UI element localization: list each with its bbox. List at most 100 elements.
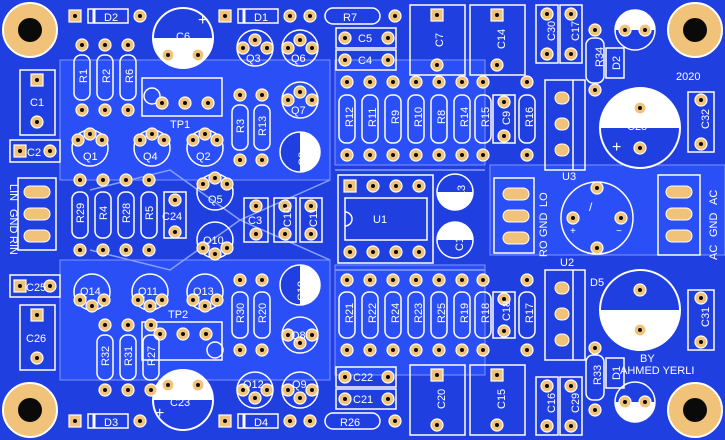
q2-label: Q2 [196,151,211,163]
input-connector[interactable]: LIN GND RIN [7,177,57,255]
led-d1-label: D1 [611,366,623,380]
r18-label: R18 [480,303,492,323]
capacitor-c12: C12 [436,221,474,259]
r8-label: R8 [436,110,448,124]
capacitor-c4: C4 [335,49,397,71]
diode-d2: D2 [68,8,147,24]
c28-label: C28 [627,121,647,133]
r34-label: R34 [594,47,606,67]
capacitor-c11: C11 [299,197,323,243]
q12-label: Q12 [243,379,264,391]
r5-label: R5 [144,206,156,220]
capacitor-c13: C13 [436,173,474,211]
resistor-r13: R13 [253,88,271,167]
resistor-r17: R17 [518,273,536,357]
transistor-q7: Q7 [281,81,319,119]
c16-label: C16 [546,393,558,413]
r1-label: R1 [78,69,90,83]
capacitor-c27: C27 + [599,269,681,351]
transistor-q13: Q13 [186,273,224,313]
resistor-r16: R16 [518,75,536,162]
capacitor-c17: C17 [559,4,583,64]
connector-label-gnd-left: GND [7,209,19,234]
capacitor-c1: C1 [19,69,56,136]
transistor-q4: Q4 [133,127,171,167]
capacitor-c9: C9 [492,94,516,144]
resistor-r14: R14 [453,75,471,162]
d3-label: D3 [104,417,118,429]
r12-label: R12 [344,107,356,127]
trimmer-tp2[interactable]: TP2 [141,309,224,361]
capacitor-c25: C25 [9,274,61,298]
capacitor-c31: C31 [687,289,715,351]
output-connector[interactable]: RO GND LO [493,177,550,257]
mount-hole-top-right [667,2,723,58]
r26-label: R26 [340,417,360,429]
resistor-r25: R25 [430,273,448,357]
r15-label: R15 [480,107,492,127]
mount-hole-top-left [2,2,58,58]
c3-label: C3 [248,215,262,227]
r32-label: R32 [100,346,112,366]
svg-text:/: / [589,200,593,214]
resistor-r2: R2 [96,38,114,117]
r21-label: R21 [344,303,356,323]
ac-connector[interactable]: AC GND AC [657,174,720,260]
capacitor-c14: C14 [469,4,526,76]
resistor-r20: R20 [253,273,271,357]
c30-label: C30 [546,21,558,41]
capacitor-c5: C5 [335,27,397,49]
svg-text:+: + [612,327,621,344]
resistor-r8: R8 [430,75,448,162]
r9-label: R9 [390,110,402,124]
q8-label: Q8 [291,330,306,342]
r29-label: R29 [75,203,87,223]
c20-label: C20 [436,389,448,409]
q10-label: Q10 [203,235,224,247]
svg-text:+: + [570,226,576,237]
capacitor-c26: C26 [19,304,56,371]
transistor-q9: Q9 [281,371,319,409]
q1-label: Q1 [83,151,98,163]
resistor-r18: R18 [474,273,492,357]
r17-label: R17 [524,303,536,323]
c26-label: C26 [26,333,46,345]
capacitor-c8: C8 [279,131,321,173]
c19-label: C19 [296,281,308,301]
c27-label: C27 [627,311,647,323]
q6-label: Q6 [291,53,306,65]
transistor-q5: Q5 [196,171,234,211]
trimmer-tp1[interactable]: TP1 [141,77,223,131]
author-by-label: BY [640,353,655,365]
r30-label: R30 [235,303,247,323]
connector-label-ro: RO [538,240,550,257]
c6-label: C6 [176,31,190,43]
transistor-q10: Q10 [196,221,234,261]
d4-label: D4 [254,417,268,429]
capacitor-c19: C19 [279,264,321,306]
transistor-q1: Q1 [71,127,109,167]
resistor-r31: R31 [119,318,137,397]
connector-label-lo: LO [538,192,550,207]
capacitor-c23: C23 + [152,369,214,431]
c8-label: C8 [297,152,309,166]
regulator-u3: U3 [544,79,586,183]
capacitor-c30: C30 [535,4,559,64]
resistor-r9: R9 [384,75,402,162]
r4-label: R4 [98,206,110,220]
u3-label: U3 [562,171,576,183]
transistor-q2: Q2 [186,127,224,167]
c23-label: C23 [170,397,190,409]
connector-label-lin: LIN [7,184,19,201]
capacitor-c18: C18 [492,291,516,339]
diode-led-d1: D1 [605,357,625,389]
c24-label: C24 [162,211,182,223]
c2-label: C2 [27,147,41,159]
r2-label: R2 [101,69,113,83]
c13-label: C13 [456,185,468,205]
c12-label: C12 [454,231,466,251]
tp1-label: TP1 [170,119,190,131]
r11-label: R11 [367,108,379,127]
connector-label-ac-bottom: AC [708,245,720,260]
